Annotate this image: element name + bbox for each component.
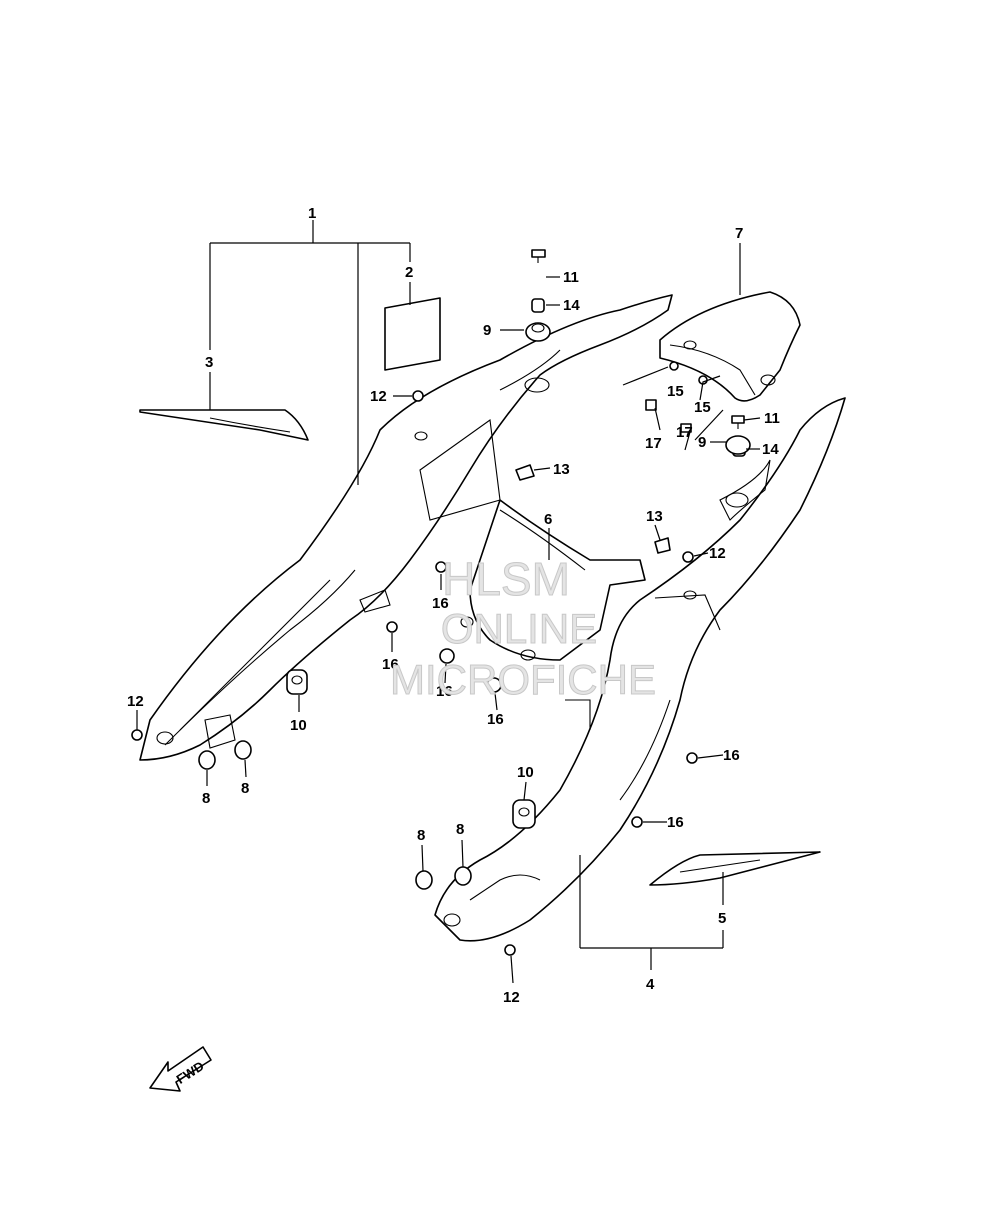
callout-15a: 15 bbox=[667, 383, 684, 400]
label-sticker bbox=[384, 297, 441, 371]
callout-5: 5 bbox=[718, 910, 726, 927]
watermark: HLSM ONLINE MICROFICHE bbox=[390, 553, 657, 704]
callout-16b: 16 bbox=[382, 656, 399, 673]
callout-16a: 16 bbox=[432, 595, 449, 612]
callout-14b: 14 bbox=[762, 441, 779, 458]
callout-4: 4 bbox=[646, 976, 655, 993]
callout-13a: 13 bbox=[553, 461, 570, 478]
decal-left bbox=[139, 409, 309, 441]
callout-11b: 11 bbox=[764, 410, 780, 427]
inner-bridge bbox=[460, 499, 646, 661]
callout-15b: 15 bbox=[694, 399, 711, 416]
watermark-line3: MICROFICHE bbox=[390, 656, 656, 703]
watermark-line1: HLSM bbox=[442, 553, 570, 605]
leader-lines bbox=[136, 220, 761, 984]
frame-cover-left bbox=[139, 294, 673, 761]
callout-9b: 9 bbox=[698, 434, 706, 451]
callout-12c: 12 bbox=[127, 693, 144, 710]
decal-right bbox=[649, 851, 821, 886]
callout-2: 2 bbox=[405, 264, 413, 281]
callout-16d: 16 bbox=[487, 711, 504, 728]
callout-8d: 8 bbox=[456, 821, 464, 838]
tail-cowl bbox=[659, 291, 801, 402]
callout-8a: 8 bbox=[202, 790, 210, 807]
callout-11a: 11 bbox=[563, 269, 579, 286]
fwd-arrow: FWD bbox=[149, 1046, 212, 1092]
callout-16f: 16 bbox=[667, 814, 684, 831]
callout-8b: 8 bbox=[241, 780, 249, 797]
callout-8c: 8 bbox=[417, 827, 425, 844]
watermark-line2: ONLINE bbox=[441, 605, 597, 652]
callout-12d: 12 bbox=[503, 989, 520, 1006]
callout-6: 6 bbox=[544, 511, 552, 528]
frame-cover-right bbox=[434, 397, 846, 942]
callout-17a: 17 bbox=[645, 435, 662, 452]
callout-9a: 9 bbox=[483, 322, 491, 339]
callout-10a: 10 bbox=[290, 717, 307, 734]
callout-14a: 14 bbox=[563, 297, 580, 314]
callout-16e: 16 bbox=[723, 747, 740, 764]
hardware bbox=[131, 249, 751, 956]
callout-16c: 16 bbox=[436, 683, 453, 700]
callout-1: 1 bbox=[308, 205, 316, 222]
callout-labels: 1 2 3 11 14 9 12 13 6 7 15 15 17 17 11 1… bbox=[127, 205, 780, 1006]
callout-17b: 17 bbox=[676, 424, 693, 441]
callout-7: 7 bbox=[735, 225, 743, 242]
callout-12a: 12 bbox=[370, 388, 387, 405]
callout-13b: 13 bbox=[646, 508, 663, 525]
callout-10b: 10 bbox=[517, 764, 534, 781]
callout-12b: 12 bbox=[709, 545, 726, 562]
callout-3: 3 bbox=[205, 354, 213, 371]
